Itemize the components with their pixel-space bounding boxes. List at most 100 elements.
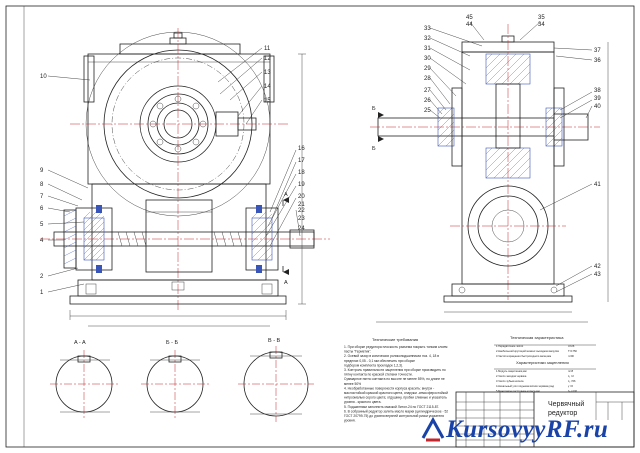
front-leaders [47, 47, 301, 293]
mesh-characteristic-value: b₂ =100 [568, 389, 578, 393]
section-vv-title: В - В [268, 338, 281, 344]
callout-label: 22 [298, 208, 305, 214]
callout-label: 13 [264, 70, 271, 76]
mesh-characteristics-title: Характеристики зацепления [516, 360, 569, 365]
requirement-line: менее 50% [344, 382, 361, 386]
callout-label: 23 [298, 216, 305, 222]
kursovyy-logo-icon [421, 416, 445, 442]
callout-label: 25 [424, 108, 431, 114]
callout-label: 16 [298, 146, 305, 152]
mesh-characteristic-value: z₁ =2 [568, 374, 574, 378]
callout-label: 14 [264, 84, 271, 90]
section-bb [141, 350, 209, 418]
requirement-line: 3. Контроль правильности зацепления при … [344, 368, 446, 372]
section-aa [50, 350, 118, 418]
section-mark-b-bottom: Б [372, 146, 376, 152]
characteristic-value: n=90 [568, 354, 574, 358]
callout-label: 24 [298, 226, 305, 232]
tech-characteristics-rows: 1.Передаточное число U=26 2.Наибольший кру… [496, 344, 577, 358]
callout-label: 40 [594, 104, 601, 110]
front-view [40, 28, 330, 327]
callout-label: 32 [424, 36, 431, 42]
callout-label: 42 [594, 264, 601, 270]
left-bearing-section [63, 205, 113, 273]
mesh-characteristic-label: 2.Число заходов червяка [496, 374, 527, 378]
mesh-characteristics-rows: 1.Модуль зацепления,мм m=8 2.Число заходов… [496, 369, 578, 393]
characteristic-label: 3.Частота вращения быстроходного вала,ми… [496, 354, 552, 358]
section-aa-title: A - A [74, 340, 86, 346]
callout-label: 43 [594, 272, 601, 278]
requirement-line: пасты "Герметик". [344, 350, 371, 354]
callout-label: 41 [594, 182, 601, 188]
callout-label: 33 [424, 26, 431, 32]
callout-label: 34 [538, 22, 545, 28]
callout-label: 10 [40, 74, 47, 80]
callout-label: 36 [594, 58, 601, 64]
requirement-line: нитроэмалью серого цвета; отдушину, проб… [344, 396, 447, 400]
callout-label: 12 [264, 56, 271, 62]
callout-label: 18 [298, 170, 305, 176]
characteristic-label: 1.Передаточное число [496, 344, 524, 348]
mesh-characteristic-value: γ =6 [568, 384, 574, 388]
callout-label: 45 [466, 15, 473, 21]
characteristic-value: T=1750 [568, 349, 577, 353]
section-mark-a-bottom: A [284, 280, 288, 286]
callout-label: 11 [264, 46, 271, 52]
watermark-brand: KursovyyRF.ru [446, 416, 609, 443]
requirement-line: 6. В собранный редуктор залить масло мар… [344, 409, 448, 413]
section-mark-a-top: A [284, 192, 288, 198]
title-block-name-line1: Червячный [548, 400, 584, 408]
callout-label: 30 [424, 56, 431, 62]
callout-label: 19 [298, 182, 305, 188]
callout-label: 26 [424, 98, 431, 104]
requirement-line: ГОСТ 20799-75) до уровня верхней контрол… [344, 414, 444, 418]
requirement-line: 2. Осевой зазор в конических роликоподши… [344, 354, 439, 358]
callout-label: 17 [298, 158, 305, 164]
callout-label: 15 [264, 98, 271, 104]
callout-label: 7 [40, 194, 44, 200]
requirement-line: Суммарное пятно контакта по высоте не ме… [344, 377, 445, 381]
tech-requirements-title: Технические требования [372, 337, 418, 342]
mesh-characteristic-label: 5.Межосевое расстояние колеса,мм [496, 389, 540, 393]
right-bearing-section [245, 205, 279, 273]
side-leaders [429, 21, 593, 293]
requirement-line: пределах 0,05 - 0,1 мм обеспечить при сб… [344, 359, 415, 363]
side-view [370, 24, 609, 323]
characteristic-label: 2.Наибольший крутящий момент выходном ва… [496, 349, 559, 353]
callout-label: 35 [538, 15, 545, 21]
sheet-border [5, 5, 635, 448]
mesh-characteristic-label: 1.Модуль зацепления,мм [496, 369, 527, 373]
requirement-line: уровня - красного цвета. [344, 400, 381, 404]
requirement-line: пятну контакта по краской степени точнос… [344, 373, 413, 377]
tech-requirements-text: 1. При сборке редуктора плоскость разъем… [344, 345, 448, 423]
section-bb-title: Б - Б [166, 340, 178, 346]
tech-characteristics-title: Техническая характеристика [510, 335, 564, 340]
callout-label: 37 [594, 48, 601, 54]
section-vv [238, 346, 314, 422]
callout-label: 38 [594, 88, 601, 94]
requirement-line: маслостойкой краской красного цвета, сна… [344, 391, 448, 395]
requirement-line: уровня. [344, 419, 356, 423]
callout-label: 29 [424, 66, 431, 72]
callout-label: 31 [424, 46, 431, 52]
callout-label: 28 [424, 76, 431, 82]
callout-label: 39 [594, 96, 601, 102]
callout-label: 44 [466, 22, 473, 28]
characteristics-frame [494, 344, 596, 370]
requirement-line: 5. Подшипники заполнить смазкой Литол-24… [344, 405, 439, 409]
requirement-line: 1. При сборке редуктора плоскость разъем… [344, 345, 448, 349]
mesh-characteristic-label: 3.Число зубьев колеса [496, 379, 524, 383]
title-block-name-line2: редуктор [548, 410, 577, 417]
mesh-characteristic-value: m=8 [568, 369, 574, 373]
section-mark-b-top: Б [372, 106, 376, 112]
mesh-characteristic-value: z₂ =56 [568, 379, 576, 383]
mesh-characteristic-label: 4.Начальный угол подъема витков червяка,… [496, 384, 555, 388]
callout-label: 20 [298, 194, 305, 200]
callout-label: 27 [424, 88, 431, 94]
callout-label: 6 [40, 206, 44, 212]
callout-label: 4 [40, 238, 44, 244]
characteristic-value: U=26 [568, 344, 575, 348]
